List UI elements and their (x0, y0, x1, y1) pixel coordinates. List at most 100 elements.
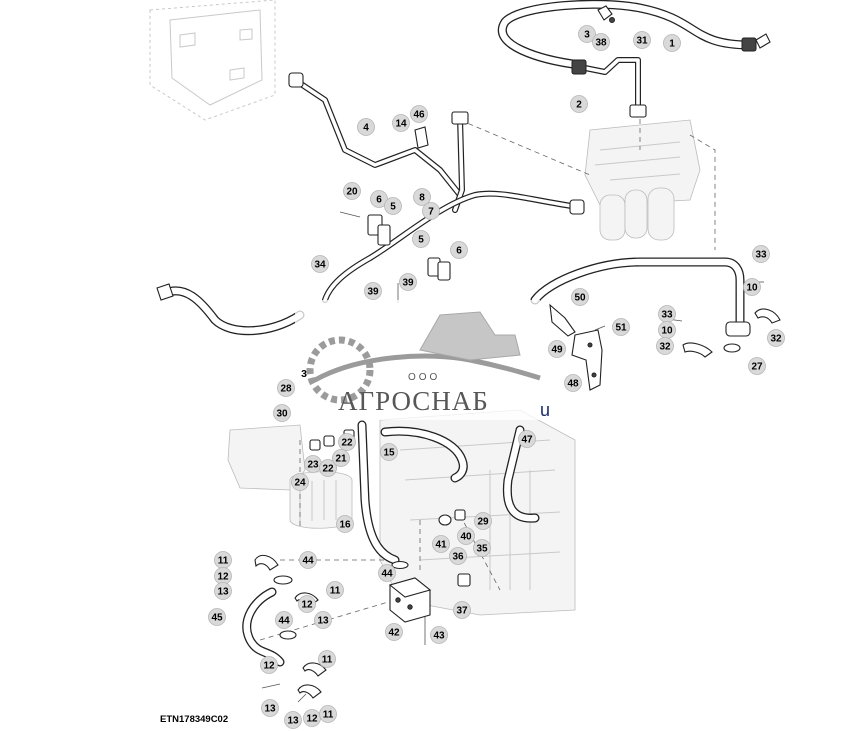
callout-balloon: 44 (275, 611, 293, 629)
stray-glyph: u (540, 400, 550, 420)
callout-balloon: 35 (473, 539, 491, 557)
callout-circle (663, 34, 681, 52)
ghost-transmission-housing (379, 409, 576, 616)
callout-balloon: 20 (343, 182, 361, 200)
callout-circle (299, 551, 317, 569)
callout-balloon: 42 (385, 623, 403, 641)
callout-balloon: 1 (663, 34, 681, 52)
callout-balloon: 36 (449, 547, 467, 565)
callout-number: 31 (636, 36, 648, 47)
callout-number: 33 (755, 250, 767, 261)
pipe-31 (571, 57, 647, 118)
callout-balloon: 13 (314, 611, 332, 629)
callout-circle (380, 443, 398, 461)
callout-number: 44 (278, 616, 290, 627)
callout-number: 49 (551, 345, 563, 356)
callout-circle (656, 337, 674, 355)
pipe-large-right (530, 257, 751, 353)
callout-number: 27 (751, 362, 763, 373)
callout-balloon: 51 (612, 318, 630, 336)
callout-circle (384, 197, 402, 215)
callout-circle (748, 357, 766, 375)
callout-number: 4 (363, 123, 369, 134)
callout-number: 11 (322, 655, 333, 666)
callout-circle (343, 182, 361, 200)
callout-circle (364, 282, 382, 300)
callout-balloon: 49 (548, 340, 566, 358)
callout-balloon: 50 (571, 288, 589, 306)
callout-balloon: 23 (304, 455, 322, 473)
callout-number: 12 (301, 600, 313, 611)
callout-circle (298, 595, 316, 613)
callout-balloon: 11 (318, 650, 336, 668)
callout-balloon: 22 (319, 459, 337, 477)
callout-circle (410, 105, 428, 123)
callout-circle (319, 459, 337, 477)
bracket-48 (571, 329, 603, 391)
callout-number: 13 (264, 704, 276, 715)
watermark-company-name: АГРОСНАБ (338, 386, 489, 416)
callout-balloon: 11 (326, 581, 344, 599)
callout-circle (261, 699, 279, 717)
clamps-bottom-left (254, 554, 327, 699)
callout-circle (385, 623, 403, 641)
callout-balloon: 16 (336, 515, 354, 533)
callout-circle (275, 611, 293, 629)
callout-circle (311, 255, 329, 273)
document-reference-code: ETN178349C02 (160, 714, 228, 725)
callout-balloon: 11 (214, 551, 232, 569)
callout-number: 1 (669, 39, 675, 50)
callout-balloon: 31 (633, 31, 651, 49)
callout-balloon: 40 (457, 527, 475, 545)
callout-circle (412, 230, 430, 248)
callout-balloon: 6 (450, 241, 468, 259)
callout-balloon: 14 (392, 114, 410, 132)
watermark-logo: ООО АГРОСНАБ (295, 300, 541, 420)
callout-number: 47 (521, 435, 533, 446)
callout-circle (578, 25, 596, 43)
ghost-engine-block-top-left (149, 0, 276, 121)
callout-balloon: 21 (332, 449, 350, 467)
callout-number: 12 (263, 661, 275, 672)
callout-balloon: 22 (338, 433, 356, 451)
callout-circle (767, 329, 785, 347)
callout-number: 11 (323, 710, 334, 721)
callout-circle (370, 190, 388, 208)
clamp-14 (414, 126, 429, 149)
callout-circle (450, 241, 468, 259)
callout-balloon: 39 (364, 282, 382, 300)
callout-circle (378, 564, 396, 582)
callout-number: 34 (314, 260, 326, 271)
callout-number: 38 (595, 38, 607, 49)
callout-balloon: 5 (384, 197, 402, 215)
hose-left (156, 283, 305, 336)
callout-balloon: 38 (592, 33, 610, 51)
callout-circle (449, 547, 467, 565)
hose-1 (497, 0, 771, 70)
callout-circle (752, 245, 770, 263)
callout-balloon: 5 (412, 230, 430, 248)
callout-balloon: 8 (413, 188, 431, 206)
hose-47 (502, 425, 540, 523)
callout-balloon: 47 (518, 430, 536, 448)
fitting-3-38 (597, 5, 615, 23)
callout-circle (357, 118, 375, 136)
callout-number: 32 (659, 342, 671, 353)
fittings-center (309, 429, 471, 587)
callout-number: 16 (339, 520, 351, 531)
callout-number: 6 (456, 246, 462, 257)
callout-number: 13 (217, 587, 229, 598)
callout-balloon: 27 (748, 357, 766, 375)
callout-circle (473, 539, 491, 557)
callout-circle (453, 601, 471, 619)
callout-circle (571, 288, 589, 306)
callout-circle (518, 430, 536, 448)
callout-number: 8 (419, 193, 425, 204)
callout-circle (457, 527, 475, 545)
callout-balloon: 32 (767, 329, 785, 347)
callout-circle (314, 611, 332, 629)
fitting-49 (549, 303, 576, 337)
clamps-right (682, 308, 781, 358)
callout-balloon: 3 (578, 25, 596, 43)
